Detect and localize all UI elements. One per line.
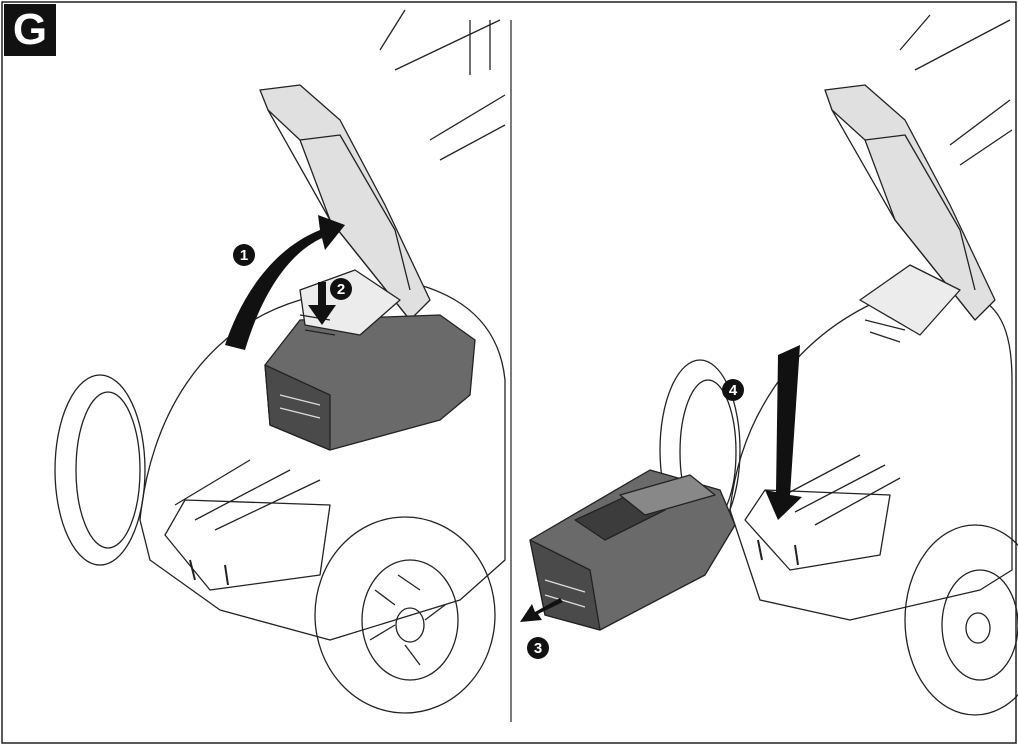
open-lid-right [824,84,996,321]
handle-lines-right [899,14,1013,166]
open-lid [259,84,431,321]
figure-label: G [4,4,56,56]
step-1-marker: 1 [233,244,255,266]
step-3-marker: 3 [527,637,549,659]
handle-lines [379,9,506,161]
front-wheel-right [904,524,1018,716]
rear-wheel [54,374,146,566]
arrow-remove-battery [520,598,563,622]
arrow-close-lid [765,345,802,520]
mower-body-right [729,289,1013,621]
arrow-press-latch [308,282,336,325]
left-panel-mower [54,9,506,714]
step-4-marker: 4 [722,379,744,401]
arrow-open-lid [225,215,345,350]
empty-bay-floor [744,489,891,571]
right-panel-mower [529,14,1018,716]
step-2-marker: 2 [330,278,352,300]
front-wheel [314,516,496,714]
battery-bay-floor [164,499,331,591]
